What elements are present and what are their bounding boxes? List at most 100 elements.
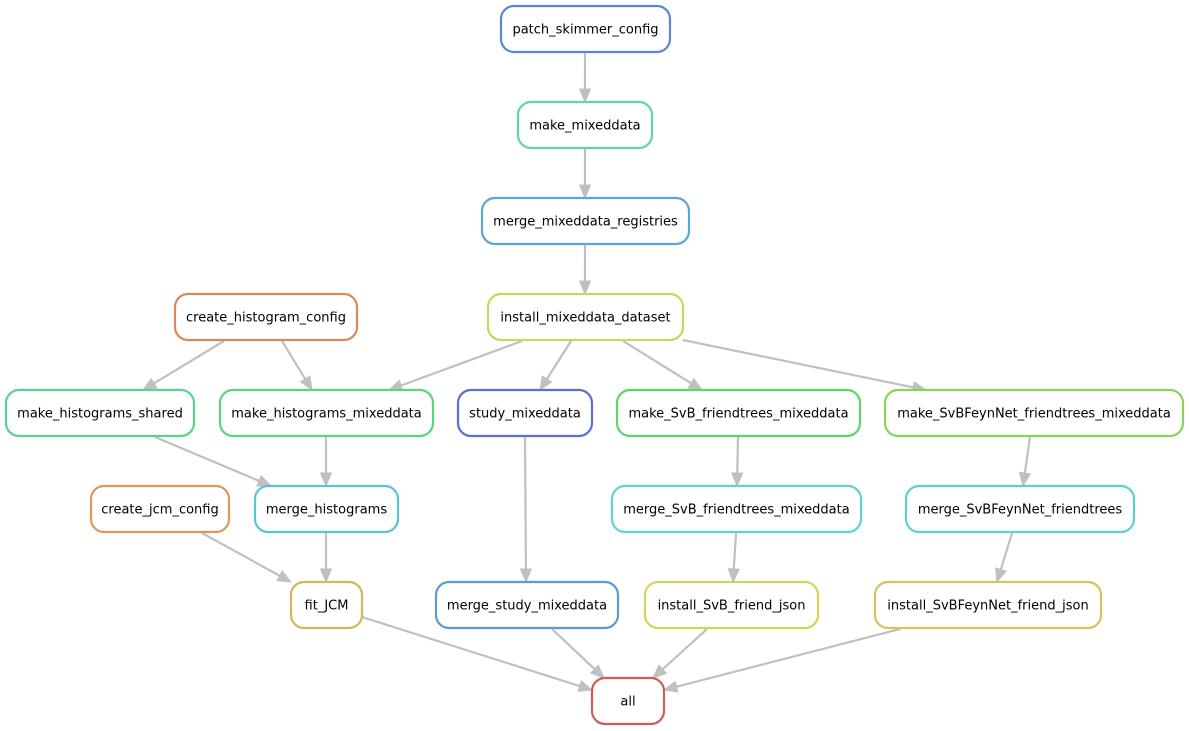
node-label: all xyxy=(620,695,635,710)
arrowhead-icon xyxy=(731,472,744,488)
edge-line xyxy=(523,436,528,570)
edge-line xyxy=(153,340,225,385)
edge-line xyxy=(736,436,740,474)
edge-install_mixeddata_dataset-to-study_mixeddata xyxy=(539,340,572,392)
node-box xyxy=(480,196,691,246)
node-box xyxy=(615,388,862,438)
node-patch_skimmer_config[interactable]: patch_skimmer_config xyxy=(499,4,672,54)
edge-create_histogram_config-to-make_histograms_mixeddata xyxy=(281,340,313,392)
node-create_jcm_config[interactable]: create_jcm_config xyxy=(89,484,231,534)
node-box xyxy=(486,292,685,342)
node-merge_study_mixeddata[interactable]: merge_study_mixeddata xyxy=(434,580,620,630)
arrowhead-icon xyxy=(577,679,594,692)
node-box xyxy=(643,580,820,630)
node-label: merge_mixeddata_registries xyxy=(493,215,678,230)
node-fit_JCM[interactable]: fit_JCM xyxy=(289,580,364,630)
edge-line xyxy=(551,628,596,670)
edge-install_SvBFeynNet_friend_json-to-all xyxy=(662,627,901,693)
node-box xyxy=(904,484,1136,534)
node-label: install_SvB_friend_json xyxy=(658,599,806,614)
node-box xyxy=(289,580,364,630)
nodes-layer: patch_skimmer_config make_mixeddata merge_… xyxy=(4,4,1185,726)
edge-merge_SvBFeynNet_friendtrees-to-install_SvBFeynNet_friend_json xyxy=(994,532,1014,584)
node-box xyxy=(873,580,1103,630)
node-label: make_mixeddata xyxy=(529,119,640,134)
node-label: make_SvBFeynNet_friendtrees_mixeddata xyxy=(897,407,1171,422)
arrowhead-icon xyxy=(299,375,313,392)
node-box xyxy=(4,388,196,438)
edge-install_mixeddata_dataset-to-make_histograms_mixeddata xyxy=(387,339,523,392)
node-make_histograms_mixeddata[interactable]: make_histograms_mixeddata xyxy=(218,388,435,438)
node-merge_SvBFeynNet_friendtrees[interactable]: merge_SvBFeynNet_friendtrees xyxy=(904,484,1136,534)
arrowhead-icon xyxy=(578,280,592,296)
edge-fit_JCM-to-all xyxy=(361,615,594,692)
node-install_mixeddata_dataset[interactable]: install_mixeddata_dataset xyxy=(486,292,685,342)
edge-line xyxy=(546,340,572,380)
node-box xyxy=(253,484,400,534)
edge-line xyxy=(622,340,692,385)
node-merge_histograms[interactable]: merge_histograms xyxy=(253,484,400,534)
node-box xyxy=(590,676,666,726)
edge-line xyxy=(661,628,708,671)
arrowhead-icon xyxy=(539,375,553,392)
edge-study_mixeddata-to-merge_study_mixeddata xyxy=(519,436,533,584)
node-label: merge_histograms xyxy=(266,503,387,518)
edge-line xyxy=(154,435,260,482)
edge-line xyxy=(676,627,901,688)
node-study_mixeddata[interactable]: study_mixeddata xyxy=(456,388,594,438)
arrowhead-icon xyxy=(519,568,533,584)
node-box xyxy=(456,388,594,438)
node-label: install_mixeddata_dataset xyxy=(500,311,670,326)
edge-make_SvBFeynNet_friendtrees_mixeddata-to-merge_SvBFeynNet_friendtrees xyxy=(1018,436,1032,488)
arrowhead-icon xyxy=(727,568,741,584)
edge-line xyxy=(281,340,307,380)
node-make_histograms_shared[interactable]: make_histograms_shared xyxy=(4,388,196,438)
node-box xyxy=(173,292,359,342)
arrowhead-icon xyxy=(578,184,592,200)
node-label: fit_JCM xyxy=(305,599,349,614)
node-label: create_jcm_config xyxy=(101,503,218,518)
edge-make_SvB_friendtrees_mixeddata-to-merge_SvB_friendtrees_mixeddata xyxy=(731,436,744,488)
node-create_histogram_config[interactable]: create_histogram_config xyxy=(173,292,359,342)
edge-patch_skimmer_config-to-make_mixeddata xyxy=(578,53,592,104)
edge-create_jcm_config-to-fit_JCM xyxy=(201,532,293,583)
arrowhead-icon xyxy=(994,567,1007,584)
node-label: create_histogram_config xyxy=(186,311,346,326)
arrowhead-icon xyxy=(141,377,158,391)
edge-install_mixeddata_dataset-to-make_SvBFeynNet_friendtrees_mixeddata xyxy=(682,338,928,394)
node-box xyxy=(499,4,672,54)
edge-line xyxy=(361,615,580,688)
edge-install_mixeddata_dataset-to-make_SvB_friendtrees_mixeddata xyxy=(622,340,704,391)
node-box xyxy=(883,388,1185,438)
node-box xyxy=(610,484,863,534)
arrowhead-icon xyxy=(578,88,592,104)
node-label: patch_skimmer_config xyxy=(512,23,658,38)
node-merge_SvB_friendtrees_mixeddata[interactable]: merge_SvB_friendtrees_mixeddata xyxy=(610,484,863,534)
edge-merge_histograms-to-fit_JCM xyxy=(319,533,333,584)
arrowhead-icon xyxy=(652,664,668,679)
node-make_SvBFeynNet_friendtrees_mixeddata[interactable]: make_SvBFeynNet_friendtrees_mixeddata xyxy=(883,388,1185,438)
node-install_SvBFeynNet_friend_json[interactable]: install_SvBFeynNet_friend_json xyxy=(873,580,1103,630)
edge-merge_SvB_friendtrees_mixeddata-to-install_SvB_friend_json xyxy=(727,532,741,584)
arrowhead-icon xyxy=(589,664,605,679)
arrowhead-icon xyxy=(687,377,704,391)
arrowhead-icon xyxy=(319,568,333,584)
edge-line xyxy=(732,532,738,570)
node-label: merge_SvB_friendtrees_mixeddata xyxy=(623,503,849,518)
node-merge_mixeddata_registries[interactable]: merge_mixeddata_registries xyxy=(480,196,691,246)
node-label: make_histograms_shared xyxy=(17,407,183,422)
node-make_mixeddata[interactable]: make_mixeddata xyxy=(516,100,654,150)
edge-merge_study_mixeddata-to-all xyxy=(551,628,605,679)
arrowhead-icon xyxy=(256,474,273,487)
node-box xyxy=(516,100,654,150)
node-label: merge_SvBFeynNet_friendtrees xyxy=(918,503,1123,518)
node-install_SvB_friend_json[interactable]: install_SvB_friend_json xyxy=(643,580,820,630)
arrowhead-icon xyxy=(319,472,333,488)
node-label: merge_study_mixeddata xyxy=(447,599,607,614)
edge-install_SvB_friend_json-to-all xyxy=(652,628,708,679)
node-make_SvB_friendtrees_mixeddata[interactable]: make_SvB_friendtrees_mixeddata xyxy=(615,388,862,438)
edge-make_mixeddata-to-merge_mixeddata_registries xyxy=(578,149,592,200)
node-label: make_SvB_friendtrees_mixeddata xyxy=(628,407,848,422)
node-all[interactable]: all xyxy=(590,676,666,726)
edge-line xyxy=(201,532,281,577)
